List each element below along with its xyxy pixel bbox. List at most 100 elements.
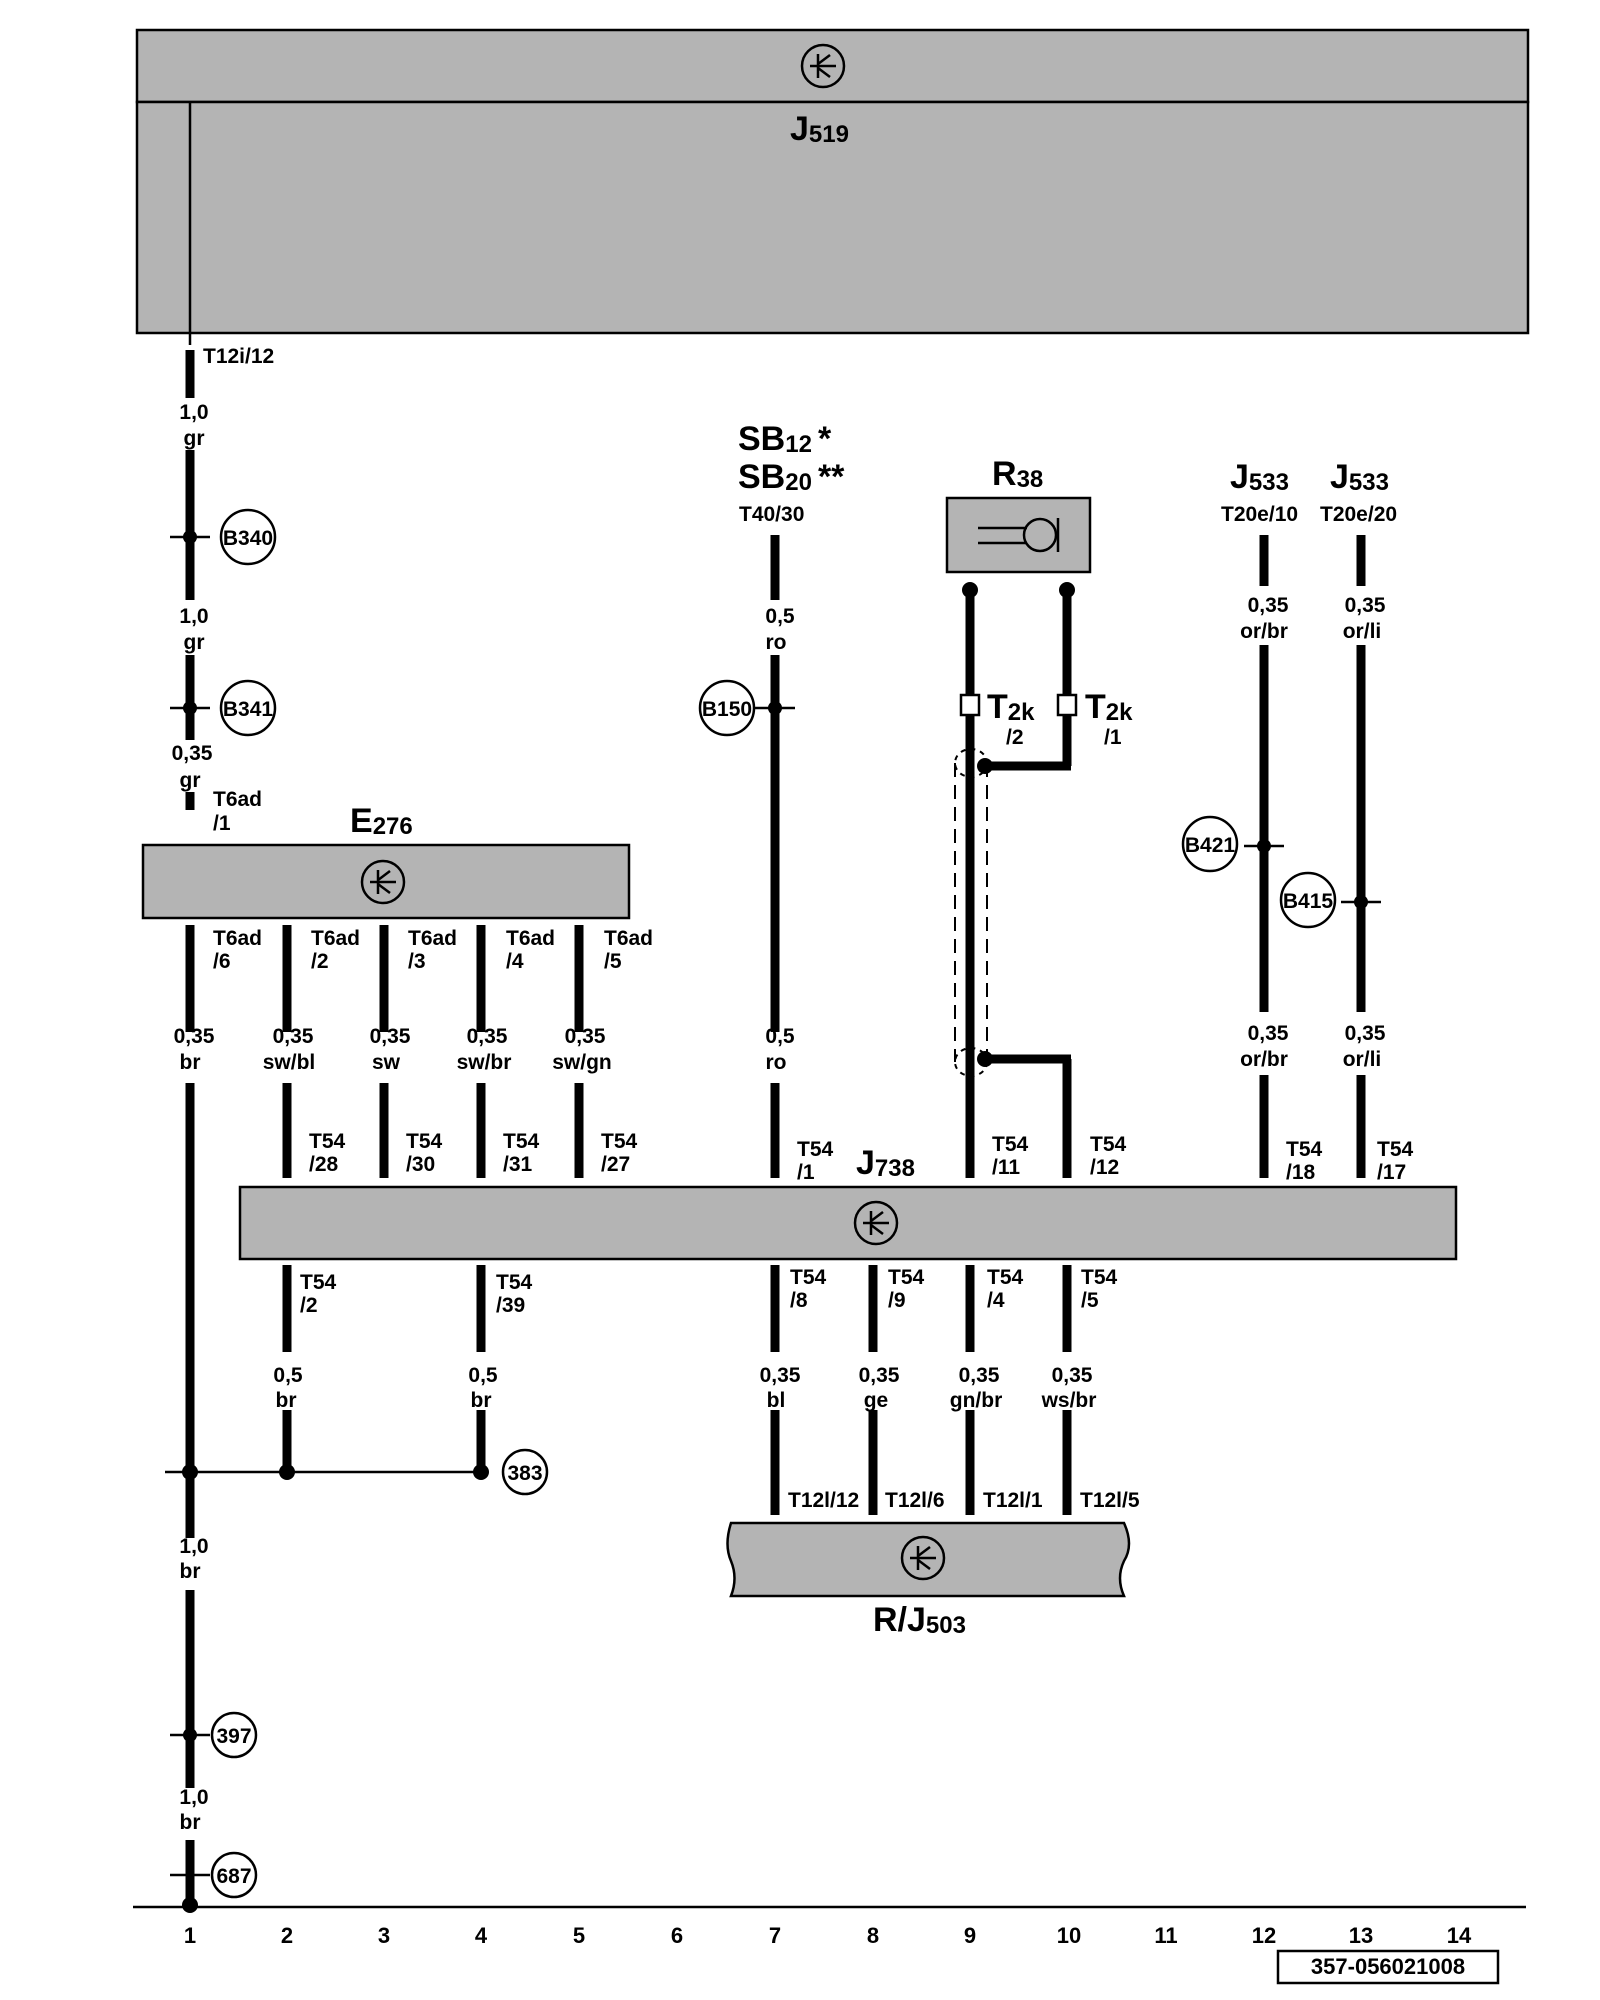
sb12-label: SB12* (738, 420, 832, 458)
wire-gauge: 1,0 (179, 1535, 208, 1558)
pin-t54-1-num: /1 (797, 1161, 815, 1184)
connection-b421: B421 (1181, 815, 1239, 873)
wire-gauge: 0,5 (765, 605, 795, 628)
reference-383: 383 (501, 1448, 549, 1496)
pin-t12l-6: T12l/6 (885, 1489, 945, 1512)
pin-t54-18: T54 (1286, 1138, 1323, 1161)
svg-text:B421: B421 (1185, 834, 1236, 857)
pin-t54-17-num: /17 (1377, 1161, 1406, 1184)
j533-label-a: J533 (1230, 458, 1289, 496)
svg-text:397: 397 (216, 1725, 251, 1748)
wire-color: or/br (1240, 620, 1288, 643)
svg-text:B340: B340 (223, 527, 273, 550)
j738-input-pins-left: T54 /28 T54 /30 T54 /31 T54 /27 (309, 1130, 638, 1176)
wire-color: ro (766, 631, 787, 654)
j533-connector-a: T20e/10 (1221, 503, 1298, 526)
document-number: 357-056021008 (1276, 1949, 1500, 1985)
scale-14: 14 (1447, 1923, 1472, 1948)
svg-text:B415: B415 (1283, 890, 1334, 913)
pin-t12l-1: T12l/1 (983, 1489, 1043, 1512)
sb20-label: SB20** (738, 458, 845, 496)
pin-t12i-12: T12i/12 (203, 345, 274, 368)
scale-13: 13 (1349, 1923, 1373, 1948)
switch-e276: E276 (141, 802, 631, 920)
wire-gauge: 0,35 (565, 1025, 606, 1048)
wire-columns-2-5 (282, 925, 584, 1472)
t2k-1-label: T2k (1085, 688, 1133, 726)
wire-gauge: 0,5 (273, 1364, 303, 1387)
control-unit-icon (800, 43, 846, 89)
ground-point-b340: B340 (219, 508, 277, 566)
wire-color: bl (767, 1389, 786, 1412)
pin-t54-39: T54 (496, 1271, 533, 1294)
t2k-2-label: T2k (987, 688, 1035, 726)
pin-t54-11-num: /11 (992, 1156, 1020, 1179)
wire-color: br (180, 1811, 201, 1834)
wire-color: gr (180, 769, 201, 792)
pin-t54-4-num: /4 (987, 1289, 1005, 1312)
wire-color: or/li (1343, 1048, 1382, 1071)
wire-column-7 (755, 535, 795, 1178)
r38-label: R38 (992, 455, 1043, 493)
ground-point-b150: B150 (698, 679, 756, 737)
scale-1: 1 (184, 1923, 196, 1948)
wire-color: ge (864, 1389, 889, 1412)
pin-t54-12-num: /12 (1090, 1156, 1119, 1179)
pin-t54-1: T54 (797, 1138, 834, 1161)
pin-t54-4: T54 (987, 1266, 1024, 1289)
scale-11: 11 (1154, 1923, 1177, 1948)
wire-column-1 (165, 102, 489, 1913)
pin-t6ad-3-num: /3 (408, 950, 426, 973)
column-scale: 1 2 3 4 5 6 7 8 9 10 11 12 13 14 (184, 1923, 1472, 1948)
pin-t54-9-num: /9 (888, 1289, 906, 1312)
svg-text:B150: B150 (702, 698, 752, 721)
wire-gauge: 0,35 (370, 1025, 411, 1048)
control-unit-j738: J738 (238, 1144, 1458, 1261)
pin-t6ad-6: T6ad (213, 927, 262, 950)
connection-b415: B415 (1279, 871, 1337, 929)
wire-color: br (180, 1560, 201, 1583)
pin-t6ad-6-num: /6 (213, 950, 231, 973)
wire-gauge: 0,5 (468, 1364, 498, 1387)
reference-397: 397 (210, 1711, 258, 1759)
wire-color: ro (766, 1051, 787, 1074)
pin-t6ad-2: T6ad (311, 927, 360, 950)
e276-output-pins: T6ad /6 T6ad /2 T6ad /3 T6ad /4 T6ad /5 (213, 927, 653, 973)
pin-t6ad-4: T6ad (506, 927, 555, 950)
pin-t54-27-num: /27 (601, 1153, 630, 1176)
sensor-r38: R38 (945, 455, 1092, 574)
j738-label: J738 (856, 1144, 915, 1182)
wire-gauge: 0,35 (273, 1025, 314, 1048)
pin-t6ad-2-num: /2 (311, 950, 329, 973)
pin-t6ad-5-num: /5 (604, 950, 622, 973)
pin-t54-27: T54 (601, 1130, 638, 1153)
wire-gauge: 0,35 (1248, 594, 1289, 617)
wire-color: sw (372, 1051, 401, 1074)
pin-t6ad-5: T6ad (604, 927, 653, 950)
wire-color: sw/br (457, 1051, 512, 1074)
pin-t54-11: T54 (992, 1133, 1029, 1156)
pin-t6ad-1: T6ad (213, 788, 262, 811)
control-unit-icon (360, 859, 406, 905)
control-unit-j519: J519 (135, 28, 1530, 335)
pin-t54-8: T54 (790, 1266, 827, 1289)
wire-color: gr (184, 427, 205, 450)
pin-t54-18-num: /18 (1286, 1161, 1316, 1184)
wire-color: br (471, 1389, 492, 1412)
control-unit-icon (853, 1200, 899, 1246)
j533-label-b: J533 (1330, 458, 1389, 496)
ground-point-b341: B341 (219, 679, 277, 737)
wire-gauge: 0,35 (1345, 1022, 1386, 1045)
pin-t54-31-num: /31 (503, 1153, 533, 1176)
pin-t54-8-num: /8 (790, 1289, 808, 1312)
svg-text:687: 687 (216, 1865, 251, 1888)
j519-label: J519 (790, 110, 849, 148)
wire-gauge: 0,35 (959, 1364, 1000, 1387)
j533-connector-b: T20e/20 (1320, 503, 1397, 526)
pin-t54-17: T54 (1377, 1138, 1414, 1161)
scale-10: 10 (1057, 1923, 1081, 1948)
pin-t54-28: T54 (309, 1130, 346, 1153)
pin-t6ad-3: T6ad (408, 927, 457, 950)
svg-text:B341: B341 (223, 698, 274, 721)
